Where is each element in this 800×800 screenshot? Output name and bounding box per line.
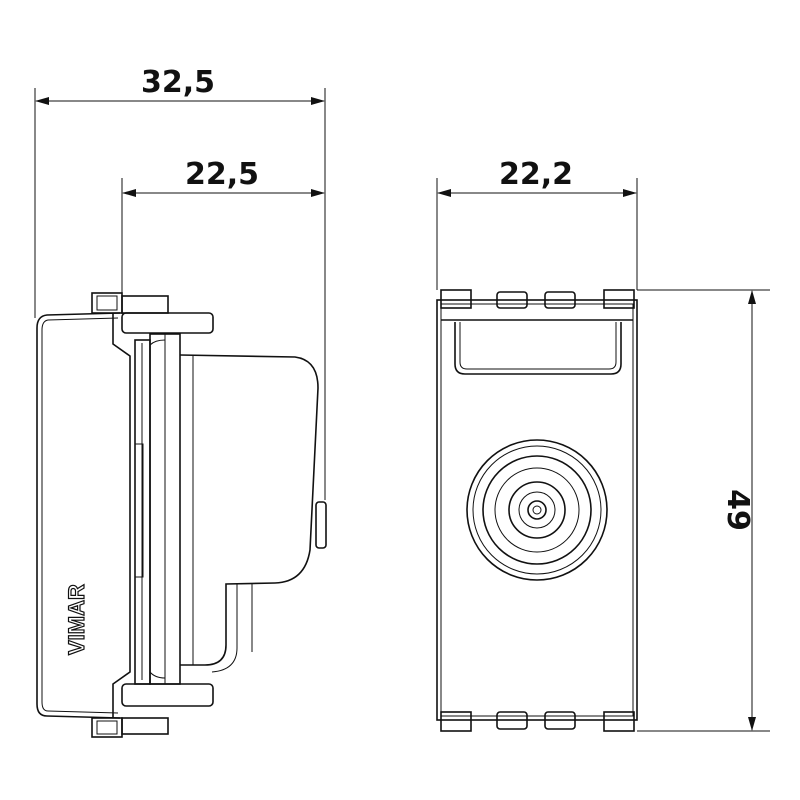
dimension-label: 32,5 <box>141 65 215 100</box>
front-view <box>436 289 638 732</box>
dimension-overall-depth: 32,5 <box>34 65 326 500</box>
dimension-label: 22,5 <box>185 157 259 192</box>
dimension-width: 22,2 <box>436 157 638 290</box>
coax-connector <box>466 439 608 581</box>
dimension-label: 22,2 <box>499 157 573 192</box>
dimension-rear-depth: 22,5 <box>121 157 325 296</box>
dimension-height: 49 <box>637 289 770 732</box>
top-clips <box>440 289 635 732</box>
side-view: VIMAR <box>36 292 327 738</box>
dimension-label: 49 <box>720 489 755 531</box>
brand-logo: VIMAR <box>64 584 89 655</box>
